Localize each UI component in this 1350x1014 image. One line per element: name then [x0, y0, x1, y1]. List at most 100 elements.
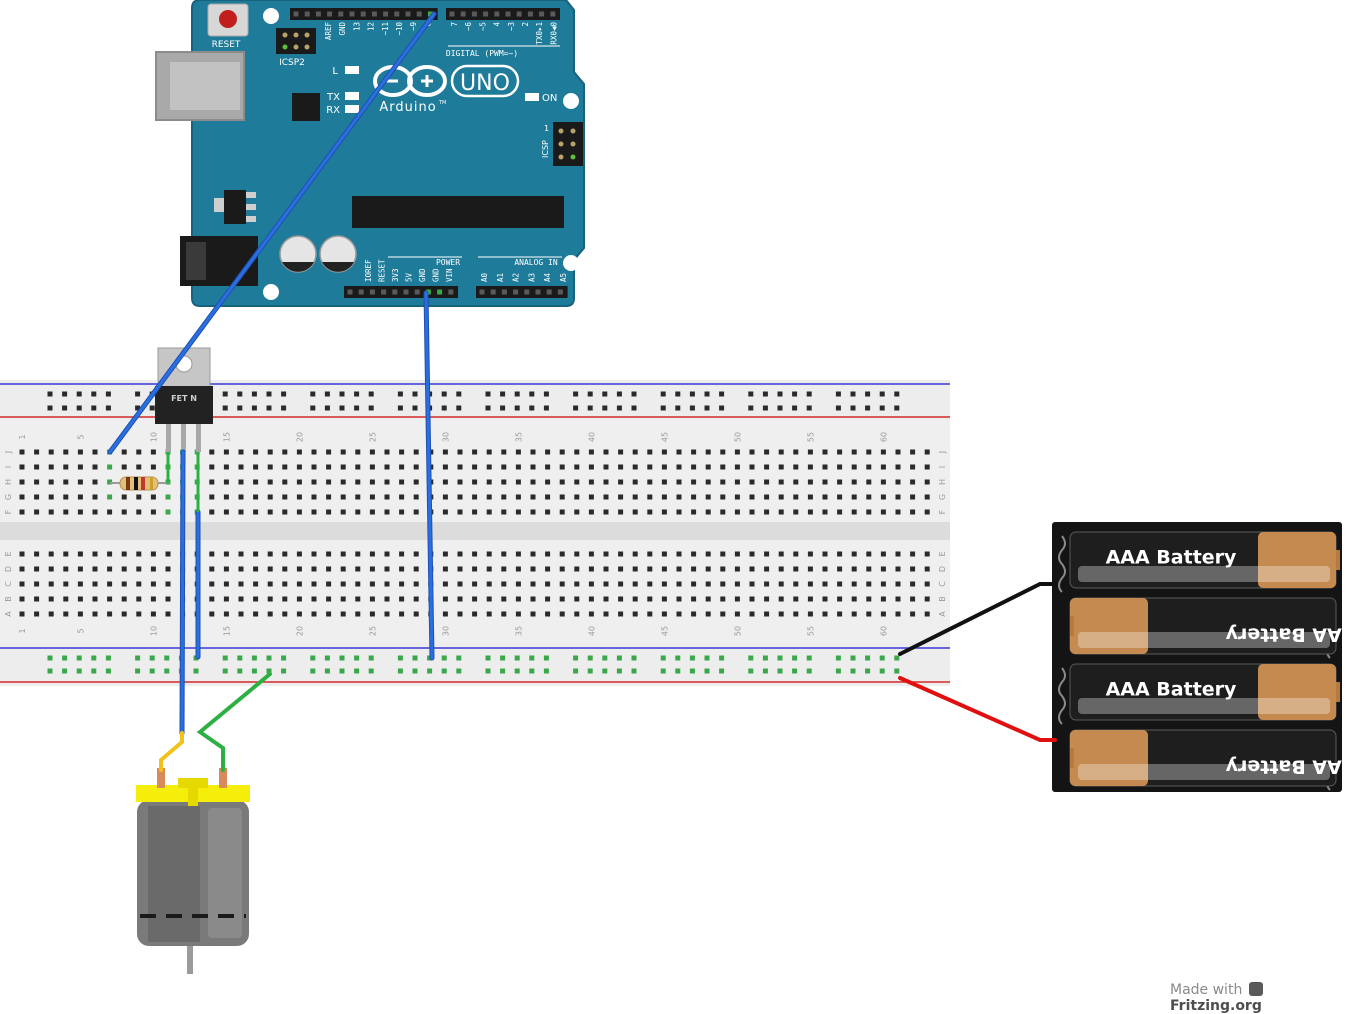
breadboard-hole	[486, 479, 492, 485]
breadboard-hole	[369, 551, 375, 557]
breadboard-hole	[150, 509, 156, 515]
breadboard-hole	[720, 566, 726, 572]
breadboard-hole	[807, 566, 813, 572]
rail-hole	[660, 405, 666, 411]
rail-hole	[602, 668, 608, 674]
breadboard-hole	[63, 449, 69, 455]
breadboard-hole	[48, 449, 54, 455]
rail-hole	[441, 668, 447, 674]
breadboard-hole	[545, 509, 551, 515]
breadboard-hole	[48, 596, 54, 602]
column-number: 5	[76, 628, 85, 633]
rail-hole	[500, 391, 506, 397]
rail-hole	[543, 668, 549, 674]
breadboard-hole	[384, 509, 390, 515]
breadboard-hole	[311, 566, 317, 572]
breadboard-hole	[910, 551, 916, 557]
breadboard-hole	[545, 551, 551, 557]
breadboard-hole	[705, 479, 711, 485]
breadboard-hole	[136, 509, 142, 515]
breadboard-hole	[384, 566, 390, 572]
rail-hole	[777, 405, 783, 411]
led-on-label: ON	[542, 93, 557, 104]
breadboard-hole	[545, 596, 551, 602]
breadboard-hole	[472, 566, 478, 572]
mosfet-label: FET N	[171, 394, 197, 403]
breadboard-hole	[910, 596, 916, 602]
rail-hole	[806, 405, 812, 411]
breadboard-hole	[778, 494, 784, 500]
rail-hole	[762, 405, 768, 411]
breadboard-hole	[705, 551, 711, 557]
breadboard-hole	[720, 479, 726, 485]
breadboard-hole	[223, 596, 229, 602]
breadboard-hole	[545, 611, 551, 617]
breadboard-hole	[486, 449, 492, 455]
rail-hole	[62, 655, 68, 661]
breadboard-hole	[574, 566, 580, 572]
rail-hole	[135, 405, 141, 411]
column-number: 10	[149, 626, 158, 636]
rail-hole	[762, 391, 768, 397]
column-number: 1	[18, 628, 27, 633]
breadboard-hole	[720, 596, 726, 602]
breadboard-hole	[442, 611, 448, 617]
breadboard-hole	[486, 611, 492, 617]
breadboard-hole	[515, 509, 521, 515]
breadboard-hole	[837, 596, 843, 602]
breadboard-hole	[880, 611, 886, 617]
rail-hole	[310, 655, 316, 661]
reset-button: RESET	[207, 3, 249, 50]
breadboard-hole	[924, 581, 930, 587]
breadboard-hole	[880, 494, 886, 500]
breadboard-hole	[676, 596, 682, 602]
rail-hole	[792, 405, 798, 411]
breadboard-hole	[209, 449, 215, 455]
rail-hole	[777, 668, 783, 674]
breadboard-hole	[603, 479, 609, 485]
breadboard-hole	[749, 581, 755, 587]
aaa-battery-cell: AAA Battery	[1058, 531, 1340, 593]
pin-label: 7	[450, 22, 459, 27]
breadboard-hole	[457, 596, 463, 602]
rail-hole	[835, 405, 841, 411]
breadboard-hole	[311, 494, 317, 500]
breadboard-hole	[238, 479, 244, 485]
header-pin	[383, 11, 389, 17]
breadboard-hole	[895, 449, 901, 455]
row-letter: G	[938, 494, 947, 500]
breadboard-hole	[866, 494, 872, 500]
battery-lead-red	[898, 676, 1057, 742]
pin-label: AREF	[324, 22, 333, 41]
breadboard-hole	[545, 449, 551, 455]
breadboard-hole	[880, 509, 886, 515]
row-letter: J	[938, 451, 947, 454]
breadboard-hole	[384, 464, 390, 470]
breadboard-hole	[603, 566, 609, 572]
rail-hole	[222, 668, 228, 674]
breadboard-hole	[691, 449, 697, 455]
breadboard-hole	[238, 509, 244, 515]
breadboard-hole	[880, 551, 886, 557]
breadboard-hole	[837, 494, 843, 500]
breadboard-hole	[778, 479, 784, 485]
breadboard-hole	[472, 611, 478, 617]
rail-hole	[704, 391, 710, 397]
breadboard-hole	[734, 464, 740, 470]
breadboard-hole	[486, 596, 492, 602]
breadboard-hole	[676, 479, 682, 485]
breadboard-hole	[647, 449, 653, 455]
rail-hole	[689, 391, 695, 397]
breadboard-hole	[866, 581, 872, 587]
breadboard-hole	[851, 509, 857, 515]
breadboard-hole	[223, 494, 229, 500]
breadboard-hole	[399, 494, 405, 500]
breadboard-hole	[92, 449, 98, 455]
breadboard-hole	[253, 494, 259, 500]
breadboard-hole	[515, 581, 521, 587]
breadboard-hole	[764, 509, 770, 515]
breadboard-hole	[107, 551, 113, 557]
rail-hole	[310, 405, 316, 411]
breadboard-hole	[910, 566, 916, 572]
breadboard-hole	[559, 494, 565, 500]
